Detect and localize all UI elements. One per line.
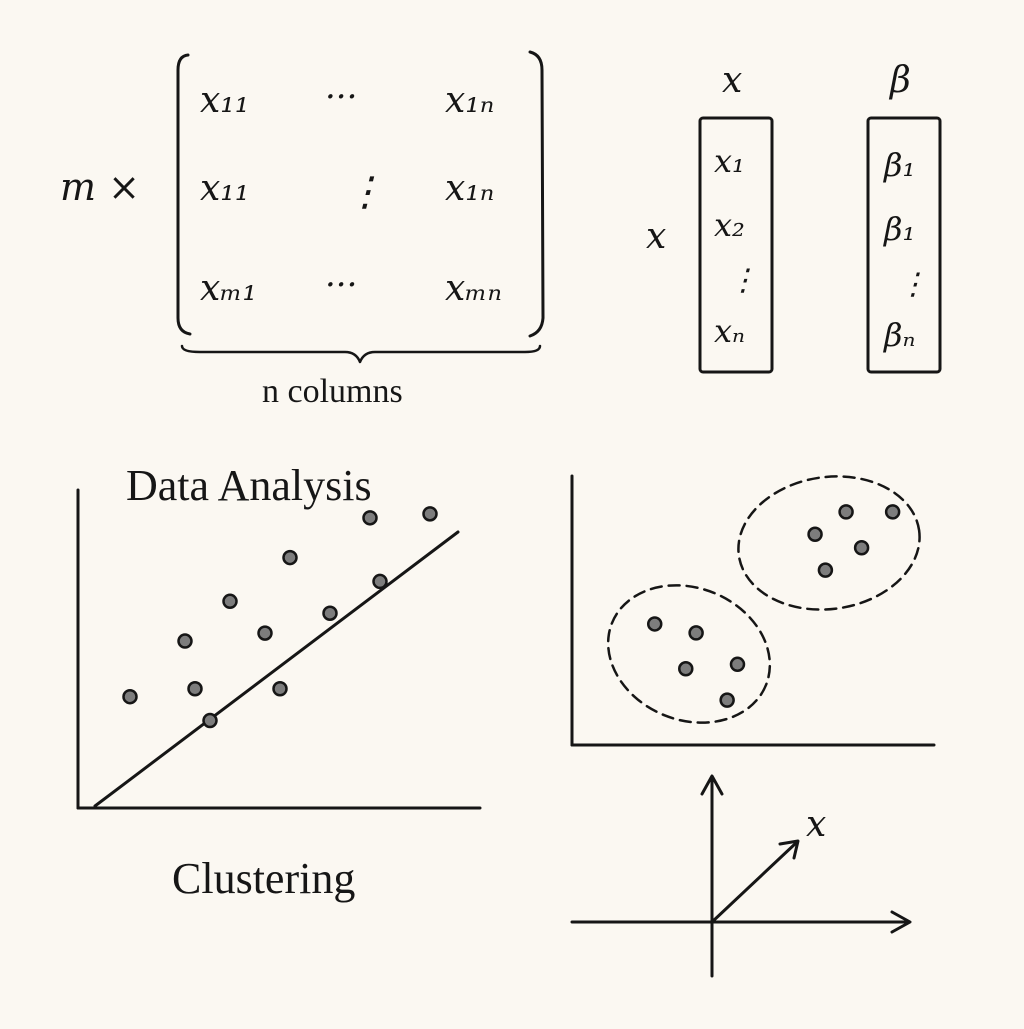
regression-caption: Clustering [172,854,355,903]
matrix-cell: xₘ₁ [200,268,257,309]
cluster-points [646,504,901,708]
regression-points [122,506,438,729]
regression-point [222,593,238,610]
vector-beta-box [866,116,942,374]
vector-x-block: x x x₁ x₂ ⋮ xₙ [646,60,774,374]
matrix-cell: x₁ₙ [445,80,494,121]
matrix-cell: ⋮ [345,169,385,215]
vector-x-entry: x₁ [714,142,745,180]
vector-arrowhead [778,839,800,860]
cluster-boundary [606,584,772,724]
regression-point [122,688,138,705]
vector-x-side-label: x [646,216,666,257]
horizontal-axis-arrowhead [890,910,912,934]
matrix-right-bracket [528,50,545,338]
cluster-point [678,661,694,677]
regression-point [372,573,388,590]
regression-point [272,681,288,697]
vector-label: x [806,804,826,845]
regression-fit-line [93,530,460,808]
vector-x-box [698,116,774,374]
regression-point [322,605,338,621]
cluster-point [688,625,704,641]
cluster-point [884,504,901,520]
vector-x-entry: x₂ [714,206,745,244]
regression-point [422,506,438,522]
column-underbrace [180,344,542,364]
vector-beta-entry: ⋮ [898,267,928,302]
matrix-cell: xₘₙ [445,268,502,309]
cluster-point [729,656,746,673]
regression-point [257,625,273,641]
cluster-point [646,616,663,632]
matrix-cell: x₁ₙ [445,168,494,209]
regression-point [362,510,378,526]
matrix-cell: x₁₁ [200,168,249,209]
vector-beta-header: β [888,60,911,101]
regression-point [187,681,203,697]
column-count-label: n columns [262,373,403,410]
regression-point [282,549,298,566]
vertical-axis-arrowhead [700,774,724,796]
matrix-block: m × x₁₁ ··· x₁ₙ x₁₁ ⋮ x₁ₙ xₘ₁ ··· xₘₙ n … [60,50,545,410]
matrix-cell: ··· [325,77,357,117]
vector-x-entry: ⋮ [728,263,758,298]
matrix-cell: x₁₁ [200,80,249,121]
regression-point [202,712,218,729]
cluster-point [853,539,870,556]
cluster-point [817,562,834,578]
vector-x-entry: xₙ [714,312,745,350]
cluster-boundary [737,475,921,611]
vector-beta-block: β β₁ β₁ ⋮ βₙ [866,60,942,374]
vector-axes: x [570,774,912,978]
matrix-left-bracket [176,53,192,336]
regression-title: Data Analysis [126,461,372,510]
vector-arrow [710,841,798,924]
vector-x-header: x [722,60,742,101]
cluster-point [807,526,823,543]
matrix-row-prefix: m × [60,165,140,209]
matrix-cell: ··· [325,265,357,305]
regression-plot: Data Analysis Clustering [76,461,482,903]
clustering-plot [570,474,936,747]
vector-beta-entry: β₁ [883,146,915,184]
cluster-point [719,692,735,708]
vector-beta-entry: βₙ [883,316,915,354]
cluster-point [838,504,854,520]
vector-beta-entry: β₁ [883,210,915,248]
regression-point [177,633,193,649]
